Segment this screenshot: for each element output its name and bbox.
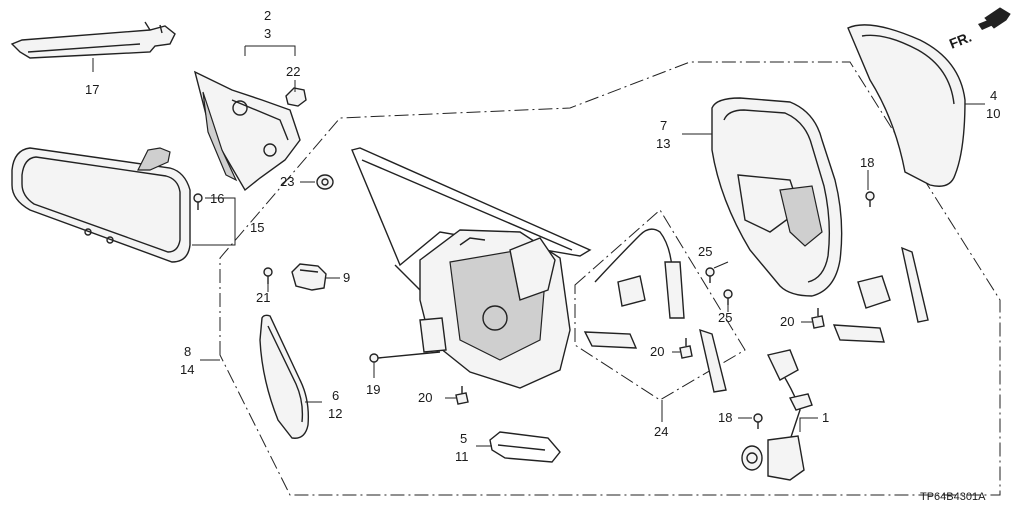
callout-12: 12 — [328, 406, 342, 421]
part-20-screw-c — [811, 308, 825, 329]
assembly-boundary — [219, 61, 1001, 496]
callout-6: 6 — [332, 388, 339, 403]
callout-8: 8 — [184, 344, 191, 359]
leader-lines — [92, 45, 985, 447]
callout-19: 19 — [366, 382, 380, 397]
part-18-screw-a — [865, 191, 875, 207]
front-arrow-icon — [978, 7, 1011, 30]
part-4-10-mirror-cover — [847, 24, 966, 187]
callout-11: 11 — [455, 449, 469, 464]
callout-5: 5 — [460, 431, 467, 446]
part-24-group-outline — [574, 209, 746, 401]
part-24-right-connector — [832, 246, 929, 343]
callout-17: 17 — [85, 82, 99, 97]
part-19-screw — [369, 351, 441, 363]
part-21-screw — [263, 267, 273, 284]
callout-25-a: 25 — [698, 244, 712, 259]
callout-22: 22 — [286, 64, 300, 79]
part-1-camera-module — [741, 349, 813, 481]
part-20-screw-a — [455, 386, 469, 405]
callout-16: 16 — [210, 191, 224, 206]
part-24-wire-harness — [583, 228, 727, 393]
callout-13: 13 — [656, 136, 670, 151]
part-20-screw-b — [679, 338, 693, 359]
part-9-connector — [291, 263, 327, 291]
part-6-12-mirror-glass — [259, 314, 310, 439]
callout-7: 7 — [660, 118, 667, 133]
callout-23: 23 — [280, 174, 294, 189]
callout-24: 24 — [654, 424, 668, 439]
callout-20-a: 20 — [418, 390, 432, 405]
callout-18-b: 18 — [718, 410, 732, 425]
part-22-clip — [285, 87, 307, 107]
diagram-code: TP64B4301A — [920, 491, 986, 503]
part-25-screw-b — [723, 289, 733, 305]
callout-21: 21 — [256, 290, 270, 305]
callout-20-b: 20 — [650, 344, 664, 359]
callout-10: 10 — [986, 106, 1000, 121]
part-23-grommet — [316, 174, 334, 190]
part-18-screw-b — [753, 413, 763, 429]
callout-18-a: 18 — [860, 155, 874, 170]
callout-20-c: 20 — [780, 314, 794, 329]
callout-2: 2 — [264, 8, 271, 23]
front-indicator-label: FR. — [947, 29, 974, 52]
part-2-3-sail-garnish — [193, 70, 301, 192]
callout-25-b: 25 — [718, 310, 732, 325]
callout-9: 9 — [343, 270, 350, 285]
callout-1: 1 — [822, 410, 829, 425]
part-16-screw — [193, 193, 203, 210]
main-mirror-housing — [351, 147, 592, 389]
part-25-screw-a — [705, 267, 715, 283]
part-15-rearview-mirror — [11, 147, 191, 263]
part-5-11-bracket — [489, 431, 561, 463]
callout-3: 3 — [264, 26, 271, 41]
callout-14: 14 — [180, 362, 194, 377]
part-7-13-mirror-base — [711, 97, 843, 297]
callout-15: 15 — [250, 220, 264, 235]
part-17-mount-bracket — [10, 21, 176, 59]
callout-4: 4 — [990, 88, 997, 103]
